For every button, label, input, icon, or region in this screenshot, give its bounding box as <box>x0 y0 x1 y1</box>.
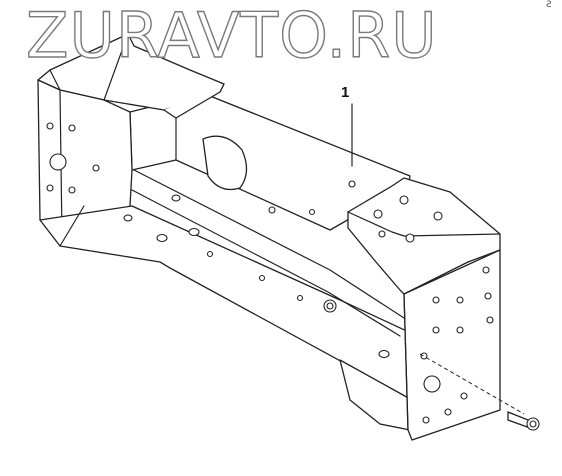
channel-bolt <box>323 299 337 313</box>
right-upper-flange <box>347 177 501 295</box>
flange-bolt-icon <box>419 353 540 431</box>
right-end-wall <box>403 249 501 441</box>
site-watermark: ZURAVTO.RU <box>25 0 438 72</box>
corner-mark: Ƨ <box>546 0 552 10</box>
channel-lip <box>131 169 405 337</box>
callout-label: 1 <box>341 84 350 101</box>
